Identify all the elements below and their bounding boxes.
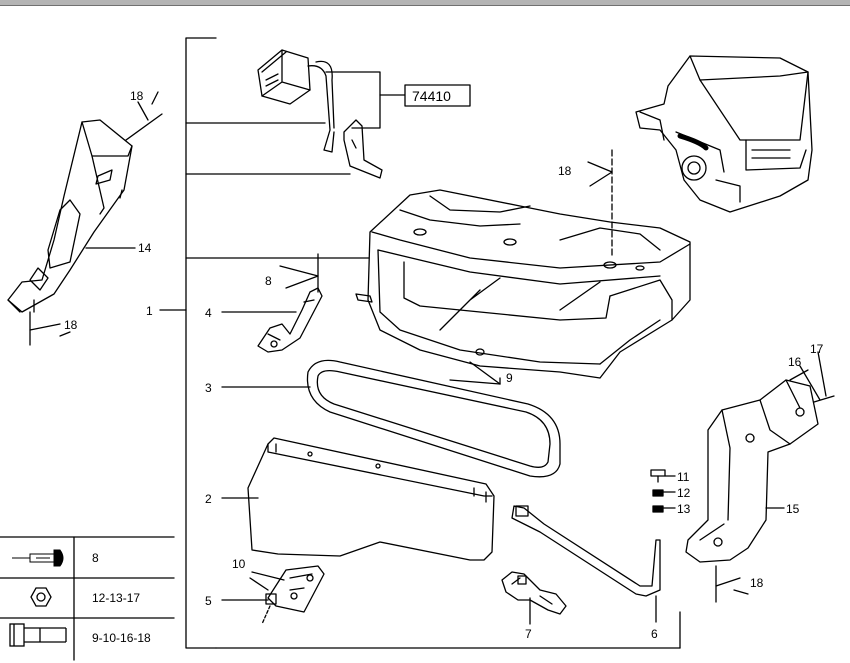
callout-5-leader (221, 599, 271, 625)
truck-location-thumbnail (635, 55, 813, 213)
reference-74410-label: 74410 (412, 88, 451, 104)
rivet-icon (12, 549, 64, 567)
callout-16-17-leader (789, 351, 835, 403)
reference-74410-bracket (325, 71, 471, 129)
fastener-11 (650, 469, 676, 483)
legend-nut-text: 12-13-17 (92, 591, 140, 605)
callout-12-label: 12 (677, 486, 691, 500)
callout-7-label: 7 (525, 627, 532, 641)
callout-8-label: 8 (265, 274, 272, 288)
callout-14-label: 14 (138, 241, 152, 255)
support-bracket-14 (7, 119, 133, 313)
callout-18-label-bracket14-top: 18 (130, 89, 144, 103)
fastener-12 (652, 489, 676, 497)
callout-1-label: 1 (146, 304, 153, 318)
callout-16-label: 16 (788, 355, 802, 369)
callout-18-label-bracket14-bottom: 18 (64, 318, 78, 332)
relay-switch (257, 49, 383, 179)
cover-panel-2 (247, 437, 495, 561)
callout-13-label: 13 (677, 502, 691, 516)
fastener-13 (652, 505, 676, 513)
callout-9-label: 9 (506, 371, 513, 385)
callout-11-label: 11 (677, 470, 690, 484)
battery-tray (355, 189, 691, 379)
latch-part-4 (257, 287, 323, 353)
callout-18-label-truck: 18 (558, 164, 572, 178)
callout-2-label: 2 (205, 492, 212, 506)
seal-gasket-3 (306, 359, 561, 478)
callout-6-label: 6 (651, 627, 658, 641)
window-top-border (0, 0, 850, 6)
callout-18-leader-bracket14-top (125, 91, 163, 141)
callout-17-label: 17 (810, 342, 824, 356)
callout-15-label: 15 (786, 502, 800, 516)
callout-18-leader-bracket14-bottom (29, 311, 71, 346)
rod-part-6 (511, 505, 661, 597)
legend-table (0, 536, 175, 661)
callout-18-leader-bracket15 (715, 565, 749, 603)
bolt-icon (9, 623, 67, 647)
callout-8-leader (279, 253, 319, 293)
callout-10-leader (249, 571, 285, 591)
hinge-part-5 (265, 565, 325, 613)
latch-part-7 (501, 571, 567, 615)
nut-icon (30, 587, 52, 607)
callout-18-leader-truck (587, 149, 613, 259)
legend-rivet-text: 8 (92, 551, 99, 565)
callout-4-label: 4 (205, 306, 212, 320)
callout-1-bracket (159, 37, 681, 649)
callout-9-leader (449, 361, 501, 385)
callout-3-label: 3 (205, 381, 212, 395)
callout-10-label: 10 (232, 557, 246, 571)
legend-bolt-text: 9-10-16-18 (92, 631, 151, 645)
support-bracket-15 (685, 379, 819, 563)
callout-18-label-bracket15: 18 (750, 576, 764, 590)
callout-5-label: 5 (205, 594, 212, 608)
